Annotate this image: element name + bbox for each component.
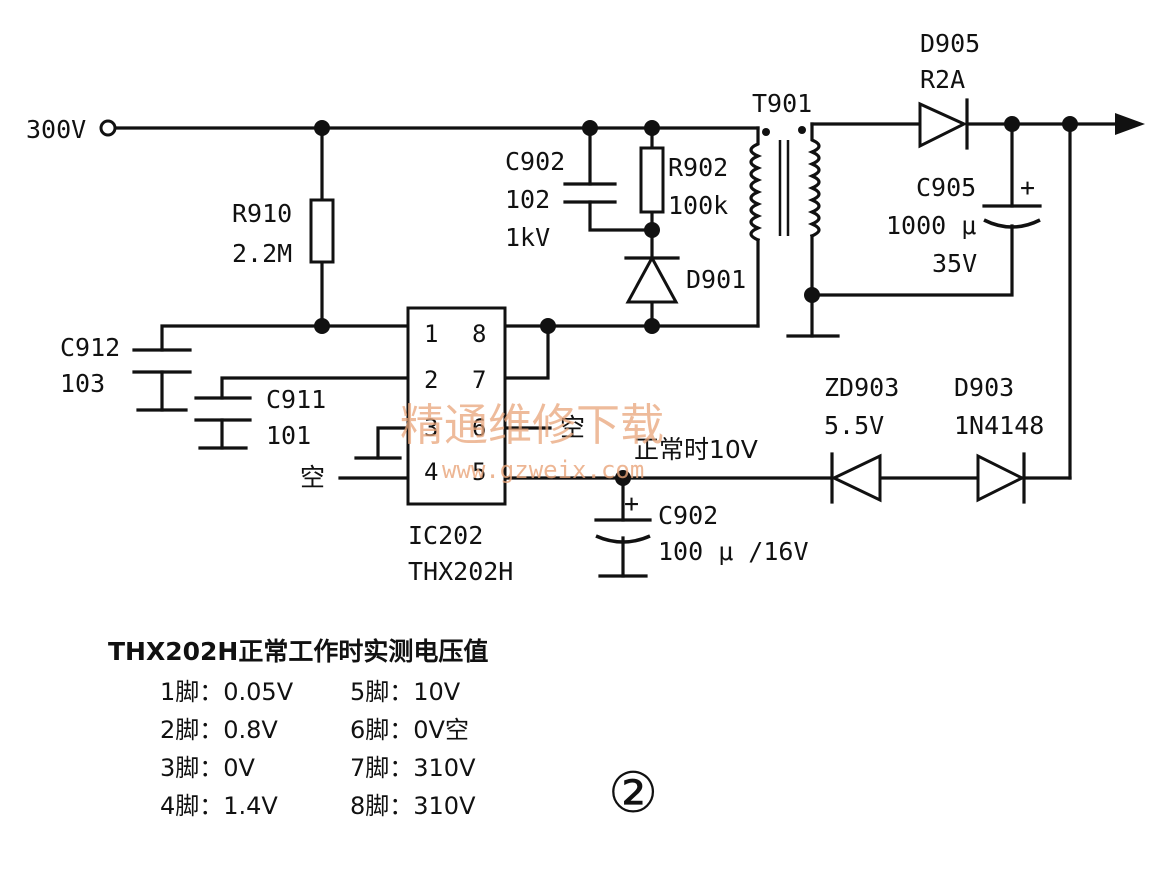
- zd903-zener-icon: [830, 452, 882, 504]
- ic-pin-2: 2: [424, 366, 438, 394]
- c902b-plus: +: [624, 489, 639, 518]
- d903-value: 1N4148: [954, 411, 1044, 440]
- junction-dots: [314, 116, 1078, 486]
- table-row-4-right: 8脚：310V: [350, 792, 476, 820]
- c902-capacitor-icon: [563, 182, 617, 204]
- input-terminal-icon: [99, 119, 117, 137]
- r910-name: R910: [232, 199, 292, 228]
- r902-resistor: [639, 146, 665, 214]
- d901-name: D901: [686, 265, 746, 294]
- ic-pin-6: 6: [472, 414, 486, 442]
- c912-capacitor-icon: [132, 348, 192, 412]
- watermark-cn: 精通维修下载: [400, 400, 664, 451]
- table-row-3-right: 7脚：310V: [350, 754, 476, 782]
- d905-diode-icon: [918, 98, 969, 150]
- r910-value: 2.2M: [232, 239, 292, 268]
- table-row-4-left: 4脚：1.4V: [160, 792, 278, 820]
- ic-pin-5: 5: [472, 458, 486, 486]
- c902b-value: 100 μ /16V: [658, 537, 809, 566]
- d901-diode-icon: [624, 254, 680, 304]
- c912-name: C912: [60, 333, 120, 362]
- ic-pin-4: 4: [424, 458, 438, 486]
- c902b-capacitor-icon: [594, 518, 652, 578]
- c902a-rating: 1kV: [505, 223, 550, 252]
- ic-pin-1: 1: [424, 320, 438, 348]
- c911-capacitor-icon: [194, 396, 252, 450]
- table-row-1-left: 1脚：0.05V: [160, 678, 294, 706]
- zd903-value: 5.5V: [824, 411, 884, 440]
- output-arrow-icon: [1115, 113, 1145, 135]
- c905-value: 1000 μ: [886, 211, 976, 240]
- pin5-voltage-note: 正常时10V: [634, 435, 758, 464]
- table-row-1-right: 5脚：10V: [350, 678, 461, 706]
- pin6-nc-label: 空: [560, 413, 585, 442]
- watermark-url: www.gzweix.com: [442, 456, 644, 484]
- c905-rating: 35V: [932, 249, 977, 278]
- c902a-value: 102: [505, 185, 550, 214]
- d903-name: D903: [954, 373, 1014, 402]
- ic-pin-7: 7: [472, 366, 486, 394]
- r910-resistor: [309, 198, 335, 264]
- ic-pin-3: 3: [424, 414, 438, 442]
- zd903-name: ZD903: [824, 373, 899, 402]
- d905-name: D905: [920, 29, 980, 58]
- table-row-3-left: 3脚：0V: [160, 754, 256, 782]
- ic202-chip: [406, 306, 507, 506]
- c911-value: 101: [266, 421, 311, 450]
- c905-name: C905: [916, 173, 976, 202]
- input-voltage-label: 300V: [26, 115, 86, 144]
- table-row-2-left: 2脚：0.8V: [160, 716, 278, 744]
- r902-value: 100k: [668, 191, 728, 220]
- c905-plus: +: [1020, 173, 1035, 202]
- r902-name: R902: [668, 153, 728, 182]
- c911-name: C911: [266, 385, 326, 414]
- figure-number: ②: [608, 761, 658, 826]
- c902a-name: C902: [505, 147, 565, 176]
- c902b-name: C902: [658, 501, 718, 530]
- ic-pin-8: 8: [472, 320, 486, 348]
- table-row-2-right: 6脚：0V空: [350, 716, 469, 744]
- c912-value: 103: [60, 369, 105, 398]
- pin4-nc-label: 空: [300, 463, 325, 492]
- ic-part: THX202H: [408, 557, 513, 586]
- voltage-table-title: THX202H正常工作时实测电压值: [108, 637, 488, 666]
- ic-name: IC202: [408, 521, 483, 550]
- t901-transformer-icon: [749, 122, 821, 243]
- t901-name: T901: [752, 89, 812, 118]
- d903-diode-icon: [976, 452, 1026, 504]
- c905-capacitor-icon: [982, 204, 1042, 229]
- d905-value: R2A: [920, 65, 965, 94]
